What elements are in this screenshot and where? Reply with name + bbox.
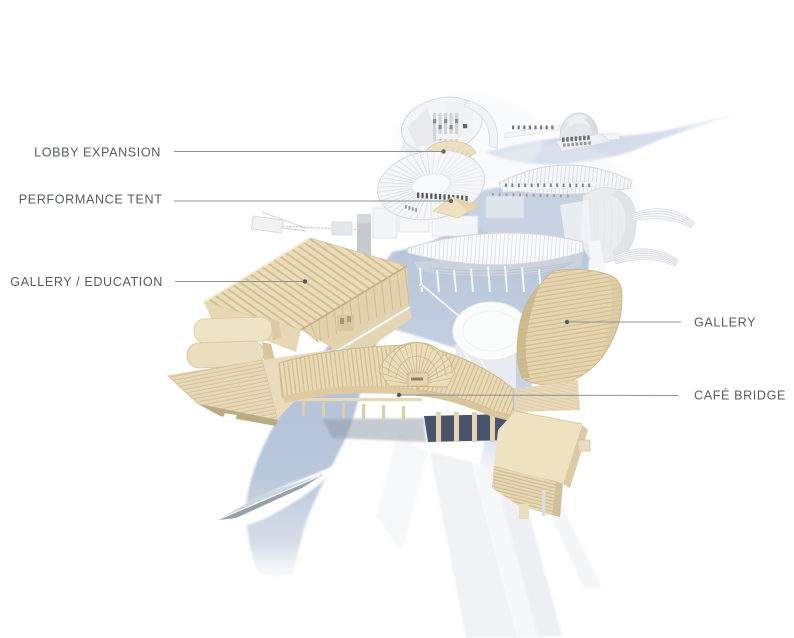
- svg-text:GALLERY: GALLERY: [694, 316, 756, 330]
- svg-text:GALLERY / EDUCATION: GALLERY / EDUCATION: [10, 275, 163, 289]
- svg-text:PERFORMANCE TENT: PERFORMANCE TENT: [19, 193, 163, 207]
- svg-text:CAFÉ BRIDGE: CAFÉ BRIDGE: [694, 388, 786, 403]
- svg-text:LOBBY EXPANSION: LOBBY EXPANSION: [34, 146, 161, 160]
